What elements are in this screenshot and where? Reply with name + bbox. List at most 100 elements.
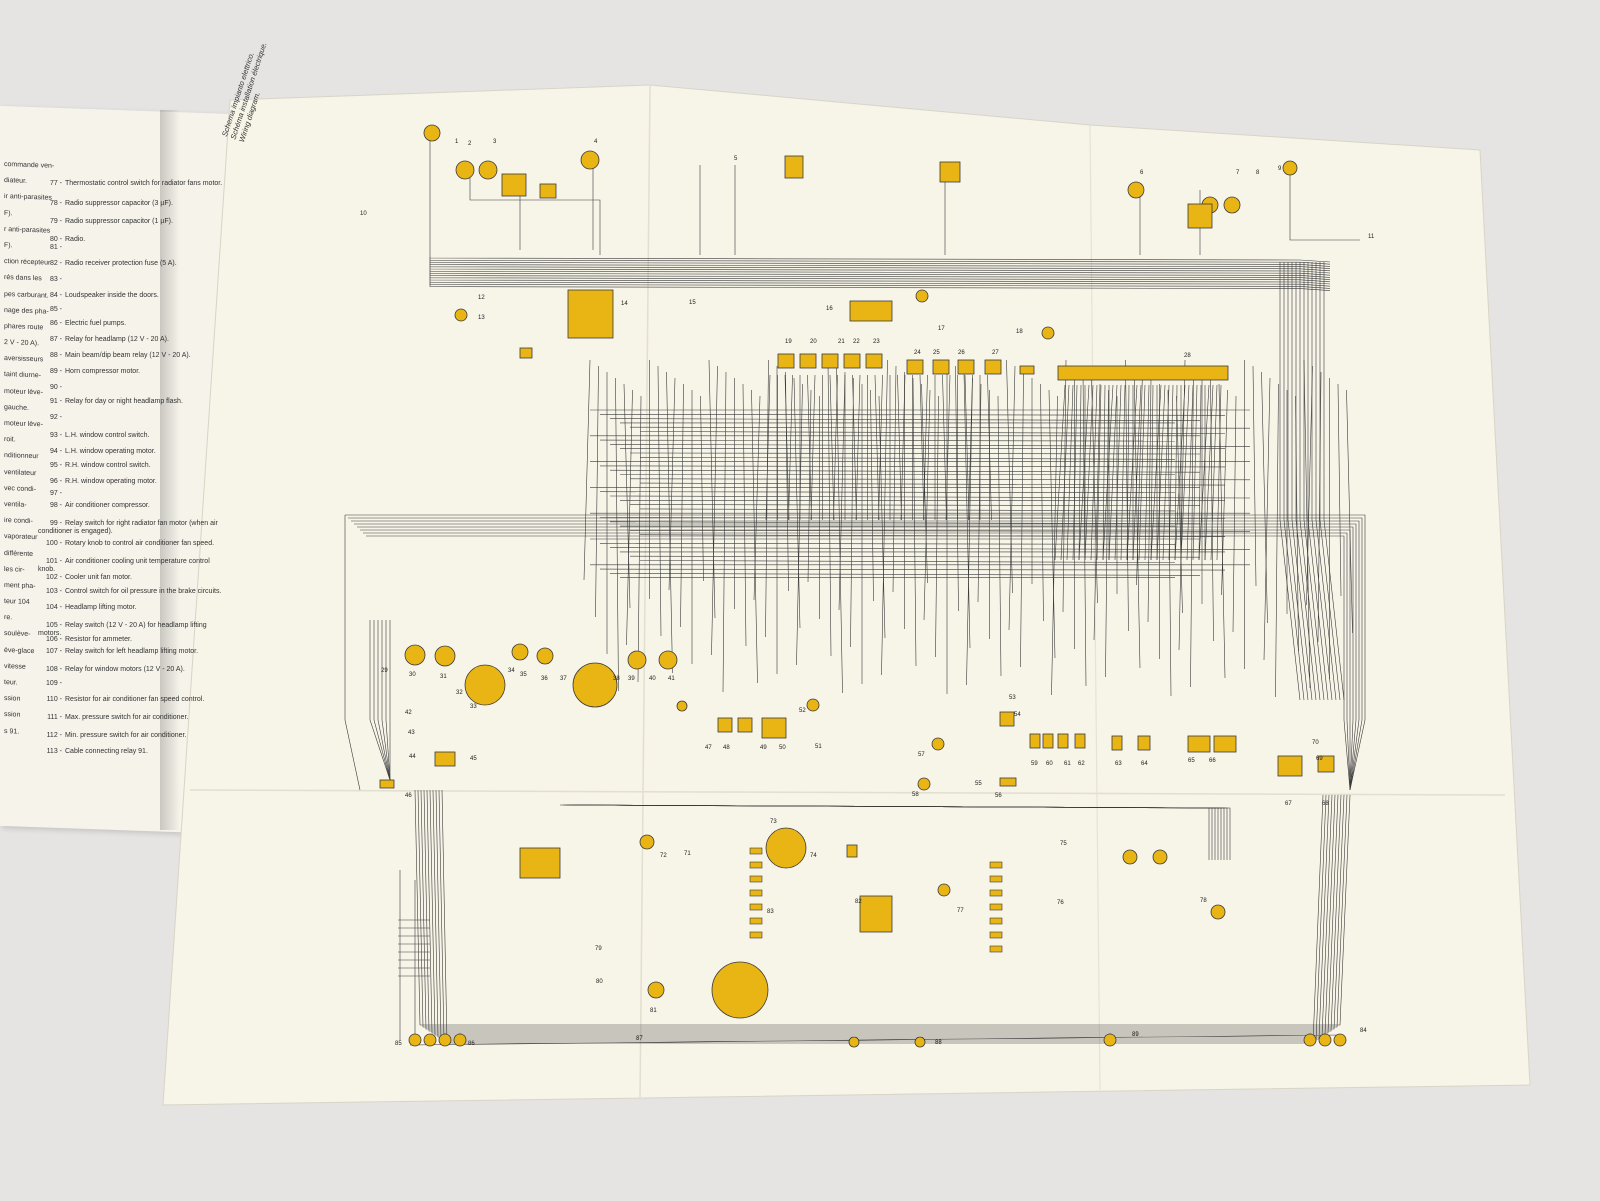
component-number: 41 bbox=[668, 676, 675, 682]
wire bbox=[432, 789, 1333, 1038]
wire bbox=[377, 620, 391, 781]
legend-item-text: Relay switch (12 V - 20 A) for headlamp … bbox=[38, 622, 207, 638]
legend-item: 89 -Horn compressor motor. bbox=[38, 368, 226, 376]
legend-item-text: L.H. window operating motor. bbox=[65, 448, 156, 455]
wire bbox=[1040, 383, 1044, 622]
component-number: 76 bbox=[1057, 900, 1064, 906]
legend-item: 77 -Thermostatic control switch for radi… bbox=[38, 180, 226, 188]
legend-item: 93 -L.H. window control switch. bbox=[38, 432, 226, 440]
component-number: 82 bbox=[855, 899, 862, 905]
legend-item: 100 -Rotary knob to control air conditio… bbox=[38, 540, 226, 548]
component-number: 8 bbox=[1256, 170, 1260, 176]
wire bbox=[1114, 384, 1122, 561]
wire bbox=[429, 257, 1331, 265]
wire bbox=[810, 374, 816, 521]
component-number: 34 bbox=[508, 668, 515, 674]
electrical-component bbox=[737, 717, 753, 733]
wire bbox=[429, 263, 1331, 272]
electrical-component bbox=[1111, 735, 1123, 751]
connector-plug bbox=[749, 889, 763, 897]
wire bbox=[966, 377, 973, 686]
wire bbox=[629, 555, 1201, 558]
component-number: 44 bbox=[409, 754, 416, 760]
wire bbox=[1090, 384, 1098, 561]
wire bbox=[409, 1034, 1341, 1046]
wire bbox=[1102, 384, 1114, 561]
electrical-component bbox=[1074, 733, 1086, 749]
component-number: 3 bbox=[493, 139, 497, 145]
wire bbox=[1221, 389, 1228, 596]
wire bbox=[599, 568, 1226, 571]
wire bbox=[870, 389, 874, 602]
wire bbox=[1150, 384, 1162, 561]
connector-plug bbox=[749, 875, 763, 883]
component-number: 56 bbox=[995, 793, 1002, 799]
component-number: 79 bbox=[595, 946, 602, 952]
wire bbox=[357, 526, 1354, 791]
wire bbox=[1108, 384, 1118, 561]
legend-item-number: 91 - bbox=[49, 398, 62, 405]
legend-item-text: R.H. window operating motor. bbox=[65, 478, 157, 485]
wire bbox=[919, 374, 925, 521]
wire bbox=[595, 365, 599, 618]
legend-item: 79 -Radio suppressor capacitor (1 µF). bbox=[38, 218, 226, 226]
electrical-component bbox=[984, 359, 1002, 375]
component-number: 67 bbox=[1285, 801, 1292, 807]
component-number: 13 bbox=[478, 315, 485, 321]
component-number: 15 bbox=[689, 300, 696, 306]
legend-item: 105 -Relay switch (12 V - 20 A) for head… bbox=[38, 622, 226, 638]
legend-item-text: Relay switch for left headlamp lifting m… bbox=[65, 648, 199, 655]
component-number: 64 bbox=[1141, 761, 1148, 767]
component-number: 25 bbox=[933, 350, 940, 356]
electrical-component bbox=[717, 717, 733, 733]
wire bbox=[987, 374, 992, 521]
wire bbox=[807, 389, 812, 583]
wire bbox=[1190, 365, 1194, 688]
component-number: 43 bbox=[408, 730, 415, 736]
electrical-component bbox=[676, 700, 688, 712]
component-number: 42 bbox=[405, 710, 412, 716]
component-number: 59 bbox=[1031, 761, 1038, 767]
component-number: 2 bbox=[468, 141, 472, 147]
wire bbox=[1168, 384, 1174, 561]
electrical-component bbox=[937, 883, 951, 897]
wire bbox=[609, 573, 1201, 576]
wire bbox=[629, 426, 1251, 429]
electrical-components bbox=[379, 124, 1347, 1048]
wire bbox=[345, 514, 1366, 791]
electrical-component bbox=[1187, 203, 1213, 229]
electrical-component bbox=[423, 124, 441, 142]
wire bbox=[1198, 384, 1202, 561]
wire bbox=[1210, 377, 1214, 642]
legend-item-text: Resistor for ammeter. bbox=[65, 636, 132, 643]
component-number: 55 bbox=[975, 781, 982, 787]
legend-item: 103 -Control switch for oil pressure in … bbox=[38, 588, 226, 596]
legend-item-text: Relay for window motors (12 V - 20 A). bbox=[65, 666, 185, 673]
wire bbox=[1126, 384, 1130, 561]
wire bbox=[1162, 384, 1170, 561]
wire bbox=[373, 620, 391, 781]
wire bbox=[381, 620, 391, 781]
legend-item-text: Cable connecting relay 91. bbox=[65, 748, 148, 755]
connector-plug bbox=[989, 875, 1003, 883]
legend-item: 99 -Relay switch for right radiator fan … bbox=[38, 520, 226, 536]
wire bbox=[609, 495, 1251, 499]
wire bbox=[609, 444, 1251, 447]
component-number: 7 bbox=[1236, 170, 1240, 176]
wire bbox=[1126, 384, 1138, 561]
legend-item: 104 -Headlamp lifting motor. bbox=[38, 604, 226, 612]
wire bbox=[429, 259, 1331, 267]
connector-plug bbox=[749, 861, 763, 869]
component-number: 74 bbox=[810, 853, 817, 859]
electrical-component bbox=[423, 1033, 437, 1047]
component-number: 52 bbox=[799, 708, 806, 714]
wire bbox=[1204, 384, 1214, 561]
legend-item-text: Thermostatic control switch for radiator… bbox=[65, 180, 223, 187]
electrical-component bbox=[567, 289, 614, 339]
component-number: 71 bbox=[684, 851, 691, 857]
electrical-component bbox=[1029, 733, 1041, 749]
component-number: 9 bbox=[1278, 166, 1282, 172]
electrical-component bbox=[455, 160, 475, 180]
legend-item-number: 97 - bbox=[49, 490, 62, 497]
electrical-component bbox=[572, 662, 618, 708]
